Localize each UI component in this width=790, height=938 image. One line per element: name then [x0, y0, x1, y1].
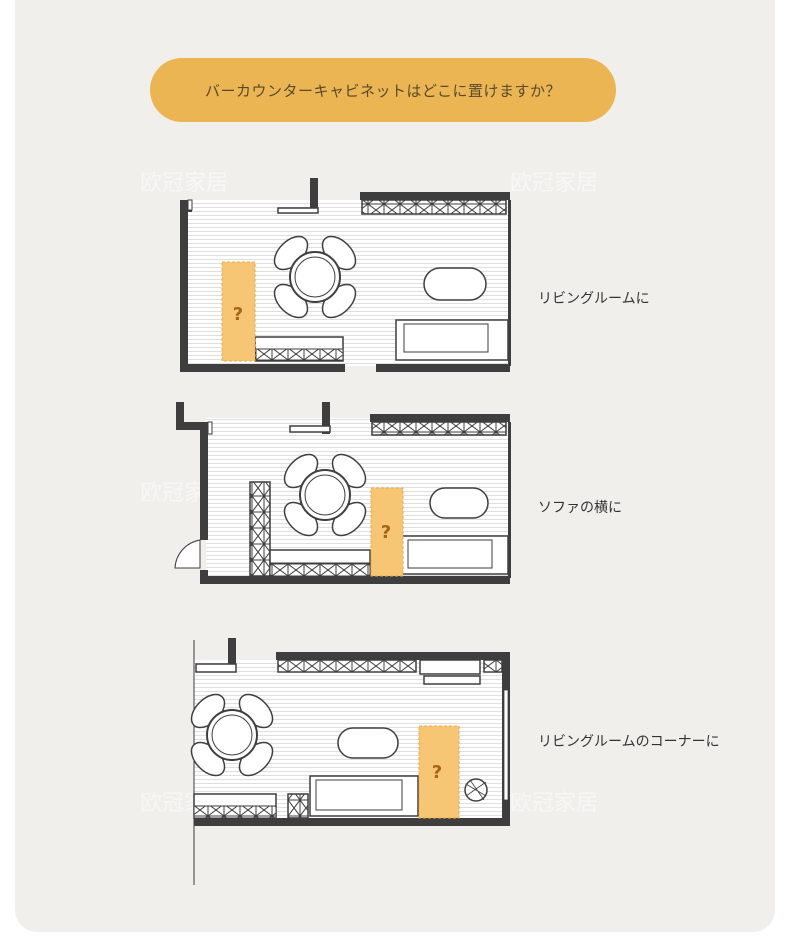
floor-plan-2: ? — [174, 402, 511, 584]
question-mark-icon: ? — [381, 522, 391, 543]
placement-marker — [370, 487, 404, 577]
floor-plan-3: ? — [184, 638, 510, 885]
option-label-2: ソファの横に — [538, 500, 622, 516]
svg-text:欧冠家居: 欧冠家居 — [140, 171, 228, 196]
question-mark-icon: ? — [432, 762, 442, 783]
placement-marker — [221, 261, 256, 362]
svg-text:欧冠家居: 欧冠家居 — [510, 171, 598, 196]
svg-text:欧冠家居: 欧冠家居 — [510, 791, 598, 816]
placement-marker — [418, 725, 460, 819]
option-label-3: リビングルームのコーナーに — [538, 734, 720, 750]
question-text: バーカウンターキャビネットはどこに置けますか？ — [204, 81, 562, 100]
question-banner: バーカウンターキャビネットはどこに置けますか？ — [150, 58, 616, 122]
question-mark-icon: ? — [233, 304, 243, 325]
floor-plan-1: ? — [180, 178, 511, 372]
option-label-1: リビングルームに — [538, 291, 650, 307]
